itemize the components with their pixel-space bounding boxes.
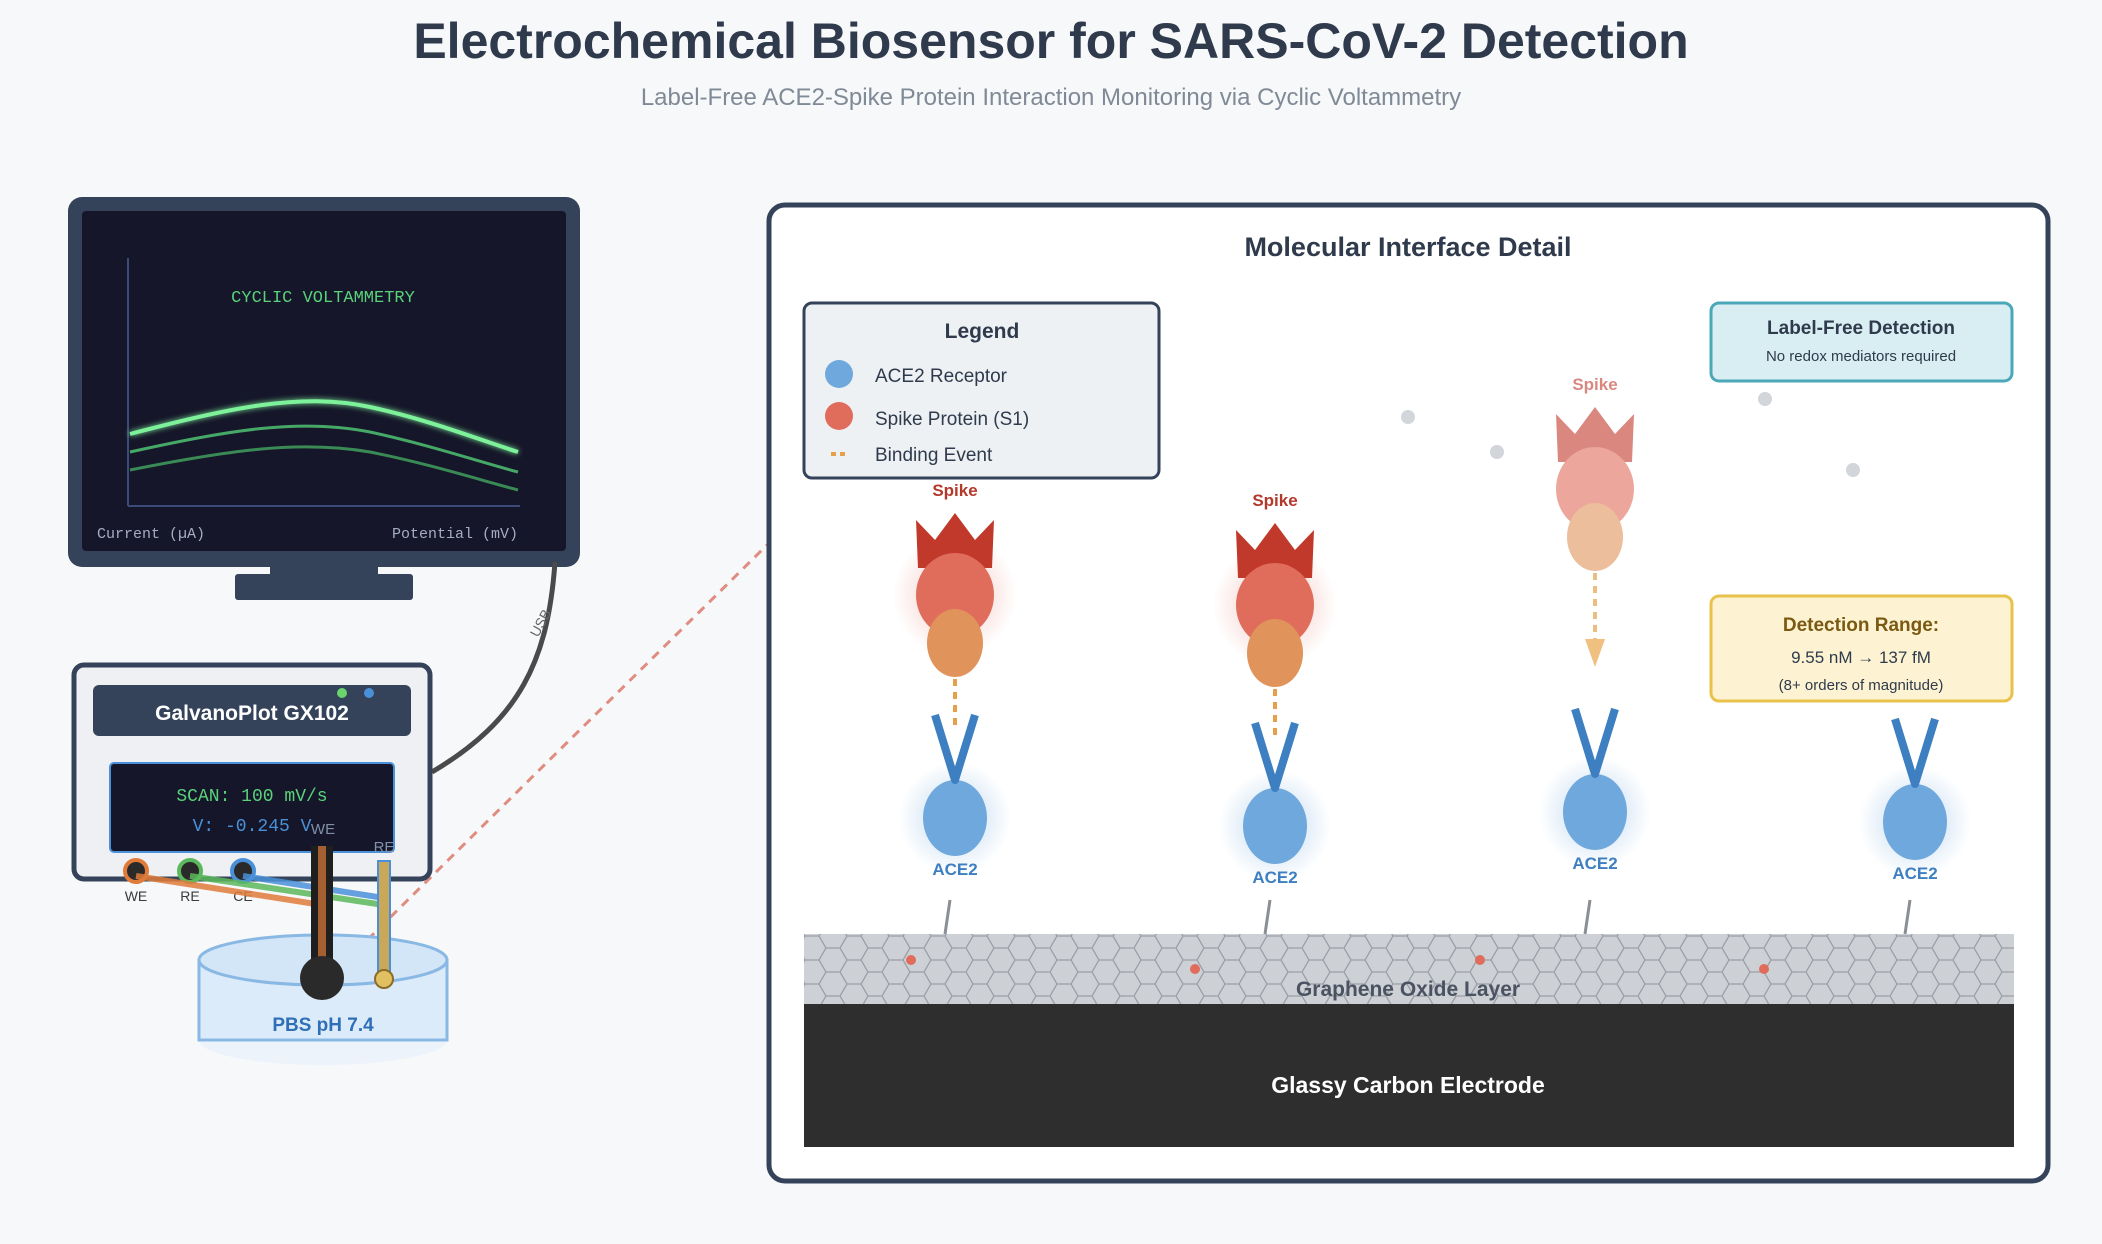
reference-electrode: RE <box>374 839 395 989</box>
molecular-detail-panel: Molecular Interface Detail Legend ACE2 R… <box>766 202 2051 1184</box>
spike-protein-bound: Spike <box>1213 491 1337 687</box>
molecule-column-1: ACE2 Spike <box>893 481 1017 935</box>
ace2-binding-arms <box>931 713 979 784</box>
re-electrode-label: RE <box>374 839 395 856</box>
detection-range-value: 9.55 nM → 137 fM <box>1791 648 1931 667</box>
port-label-re: RE <box>180 888 199 904</box>
port-label-we: WE <box>125 888 148 904</box>
legend-item-spike: Spike Protein (S1) <box>875 409 1029 430</box>
page-title: Electrochemical Biosensor for SARS-CoV-2… <box>413 13 1688 69</box>
legend-title: Legend <box>945 320 1020 343</box>
spike-label: Spike <box>1252 491 1297 510</box>
molecule-column-2: ACE2 Spike <box>1213 491 1337 935</box>
spike-crown <box>1556 407 1634 462</box>
binding-arrow-head <box>1585 639 1605 667</box>
voltammogram-curve-1 <box>129 399 519 454</box>
legend-ace2-swatch <box>825 360 853 388</box>
we-electrode-label: WE <box>311 821 335 838</box>
linker <box>1583 899 1592 935</box>
linker <box>943 899 952 935</box>
spike-crown <box>1236 523 1314 578</box>
linker <box>1263 899 1272 935</box>
usb-cable <box>430 561 558 775</box>
page-subtitle: Label-Free ACE2-Spike Protein Interactio… <box>641 84 1461 111</box>
plot-y-label: Current (µA) <box>97 526 205 543</box>
spike-protein-approaching: Spike <box>1556 375 1634 571</box>
potentiostat-screen <box>109 762 395 853</box>
spike-protein <box>1236 563 1314 647</box>
ace2-binding-arms <box>1891 717 1939 788</box>
ace2-receptor <box>1883 784 1947 860</box>
spike-protein <box>1556 447 1634 531</box>
ace2-label: ACE2 <box>932 860 977 879</box>
label-free-note: No redox mediators required <box>1766 348 1956 365</box>
floating-particle <box>1401 410 1415 424</box>
oxide-dot <box>1759 964 1769 974</box>
spike-rbd <box>1567 503 1623 571</box>
ace2-label: ACE2 <box>1892 864 1937 883</box>
ace2-label: ACE2 <box>1252 868 1297 887</box>
floating-particle <box>1490 445 1504 459</box>
we-wire <box>135 873 323 908</box>
graphene-oxide-layer: Graphene Oxide Layer <box>804 934 2014 1004</box>
linker <box>1903 899 1912 935</box>
legend-spike-swatch <box>825 402 853 430</box>
label-free-callout: Label-Free Detection No redox mediators … <box>1709 301 2014 383</box>
potentiostat: GalvanoPlot GX102 SCAN: 100 mV/s V: -0.2… <box>71 662 433 904</box>
floating-particle <box>1758 392 1772 406</box>
voltammogram-curve-2 <box>129 424 519 474</box>
re-wire <box>189 873 385 908</box>
voltammogram-curve-3 <box>129 445 519 492</box>
molecule-column-4: ACE2 <box>1859 717 1971 935</box>
spike-rbd <box>1247 619 1303 687</box>
plot-title: CYCLIC VOLTAMMETRY <box>231 289 415 308</box>
glassy-carbon-electrode: Glassy Carbon Electrode <box>804 1004 2014 1147</box>
legend: Legend ACE2 Receptor Spike Protein (S1) … <box>802 301 1161 480</box>
detail-title: Molecular Interface Detail <box>1244 232 1571 262</box>
spike-label: Spike <box>932 481 977 500</box>
working-electrode: WE <box>300 821 344 1000</box>
floating-particle <box>1846 463 1860 477</box>
detection-range-callout: Detection Range: 9.55 nM → 137 fM (8+ or… <box>1709 594 2014 703</box>
oxide-dot <box>1475 955 1485 965</box>
ace2-receptor <box>1243 788 1307 864</box>
ace2-receptor <box>923 780 987 856</box>
status-led-green <box>337 688 347 698</box>
ace2-receptor <box>1563 774 1627 850</box>
spike-label: Spike <box>1572 375 1617 394</box>
legend-item-binding: Binding Event <box>875 445 993 466</box>
detection-range-title: Detection Range: <box>1783 615 1939 636</box>
spike-protein <box>916 553 994 637</box>
voltage-readout: V: -0.245 V <box>193 817 312 837</box>
oxide-dot <box>1190 964 1200 974</box>
solution-label: PBS pH 7.4 <box>272 1015 374 1036</box>
potentiostat-model: GalvanoPlot GX102 <box>155 702 349 725</box>
label-free-title: Label-Free Detection <box>1767 318 1955 339</box>
ace2-binding-arms <box>1571 707 1619 778</box>
electrode-label: Glassy Carbon Electrode <box>1271 1072 1545 1098</box>
oxide-dot <box>906 955 916 965</box>
spike-crown <box>916 513 994 568</box>
legend-item-ace2: ACE2 Receptor <box>875 366 1008 387</box>
detection-range-note: (8+ orders of magnitude) <box>1779 677 1944 694</box>
zoom-connector-line <box>343 543 769 964</box>
ace2-binding-arms <box>1251 721 1299 792</box>
plot-x-label: Potential (mV) <box>392 526 518 543</box>
molecule-column-3: ACE2 Spike <box>1539 375 1651 935</box>
spike-rbd <box>927 609 983 677</box>
graphene-label: Graphene Oxide Layer <box>1296 978 1520 1001</box>
spike-protein-bound: Spike <box>893 481 1017 677</box>
scan-rate-readout: SCAN: 100 mV/s <box>176 787 327 807</box>
ace2-label: ACE2 <box>1572 854 1617 873</box>
status-led-blue <box>364 688 374 698</box>
monitor: CYCLIC VOLTAMMETRY Current (µA) Potentia… <box>68 197 580 600</box>
